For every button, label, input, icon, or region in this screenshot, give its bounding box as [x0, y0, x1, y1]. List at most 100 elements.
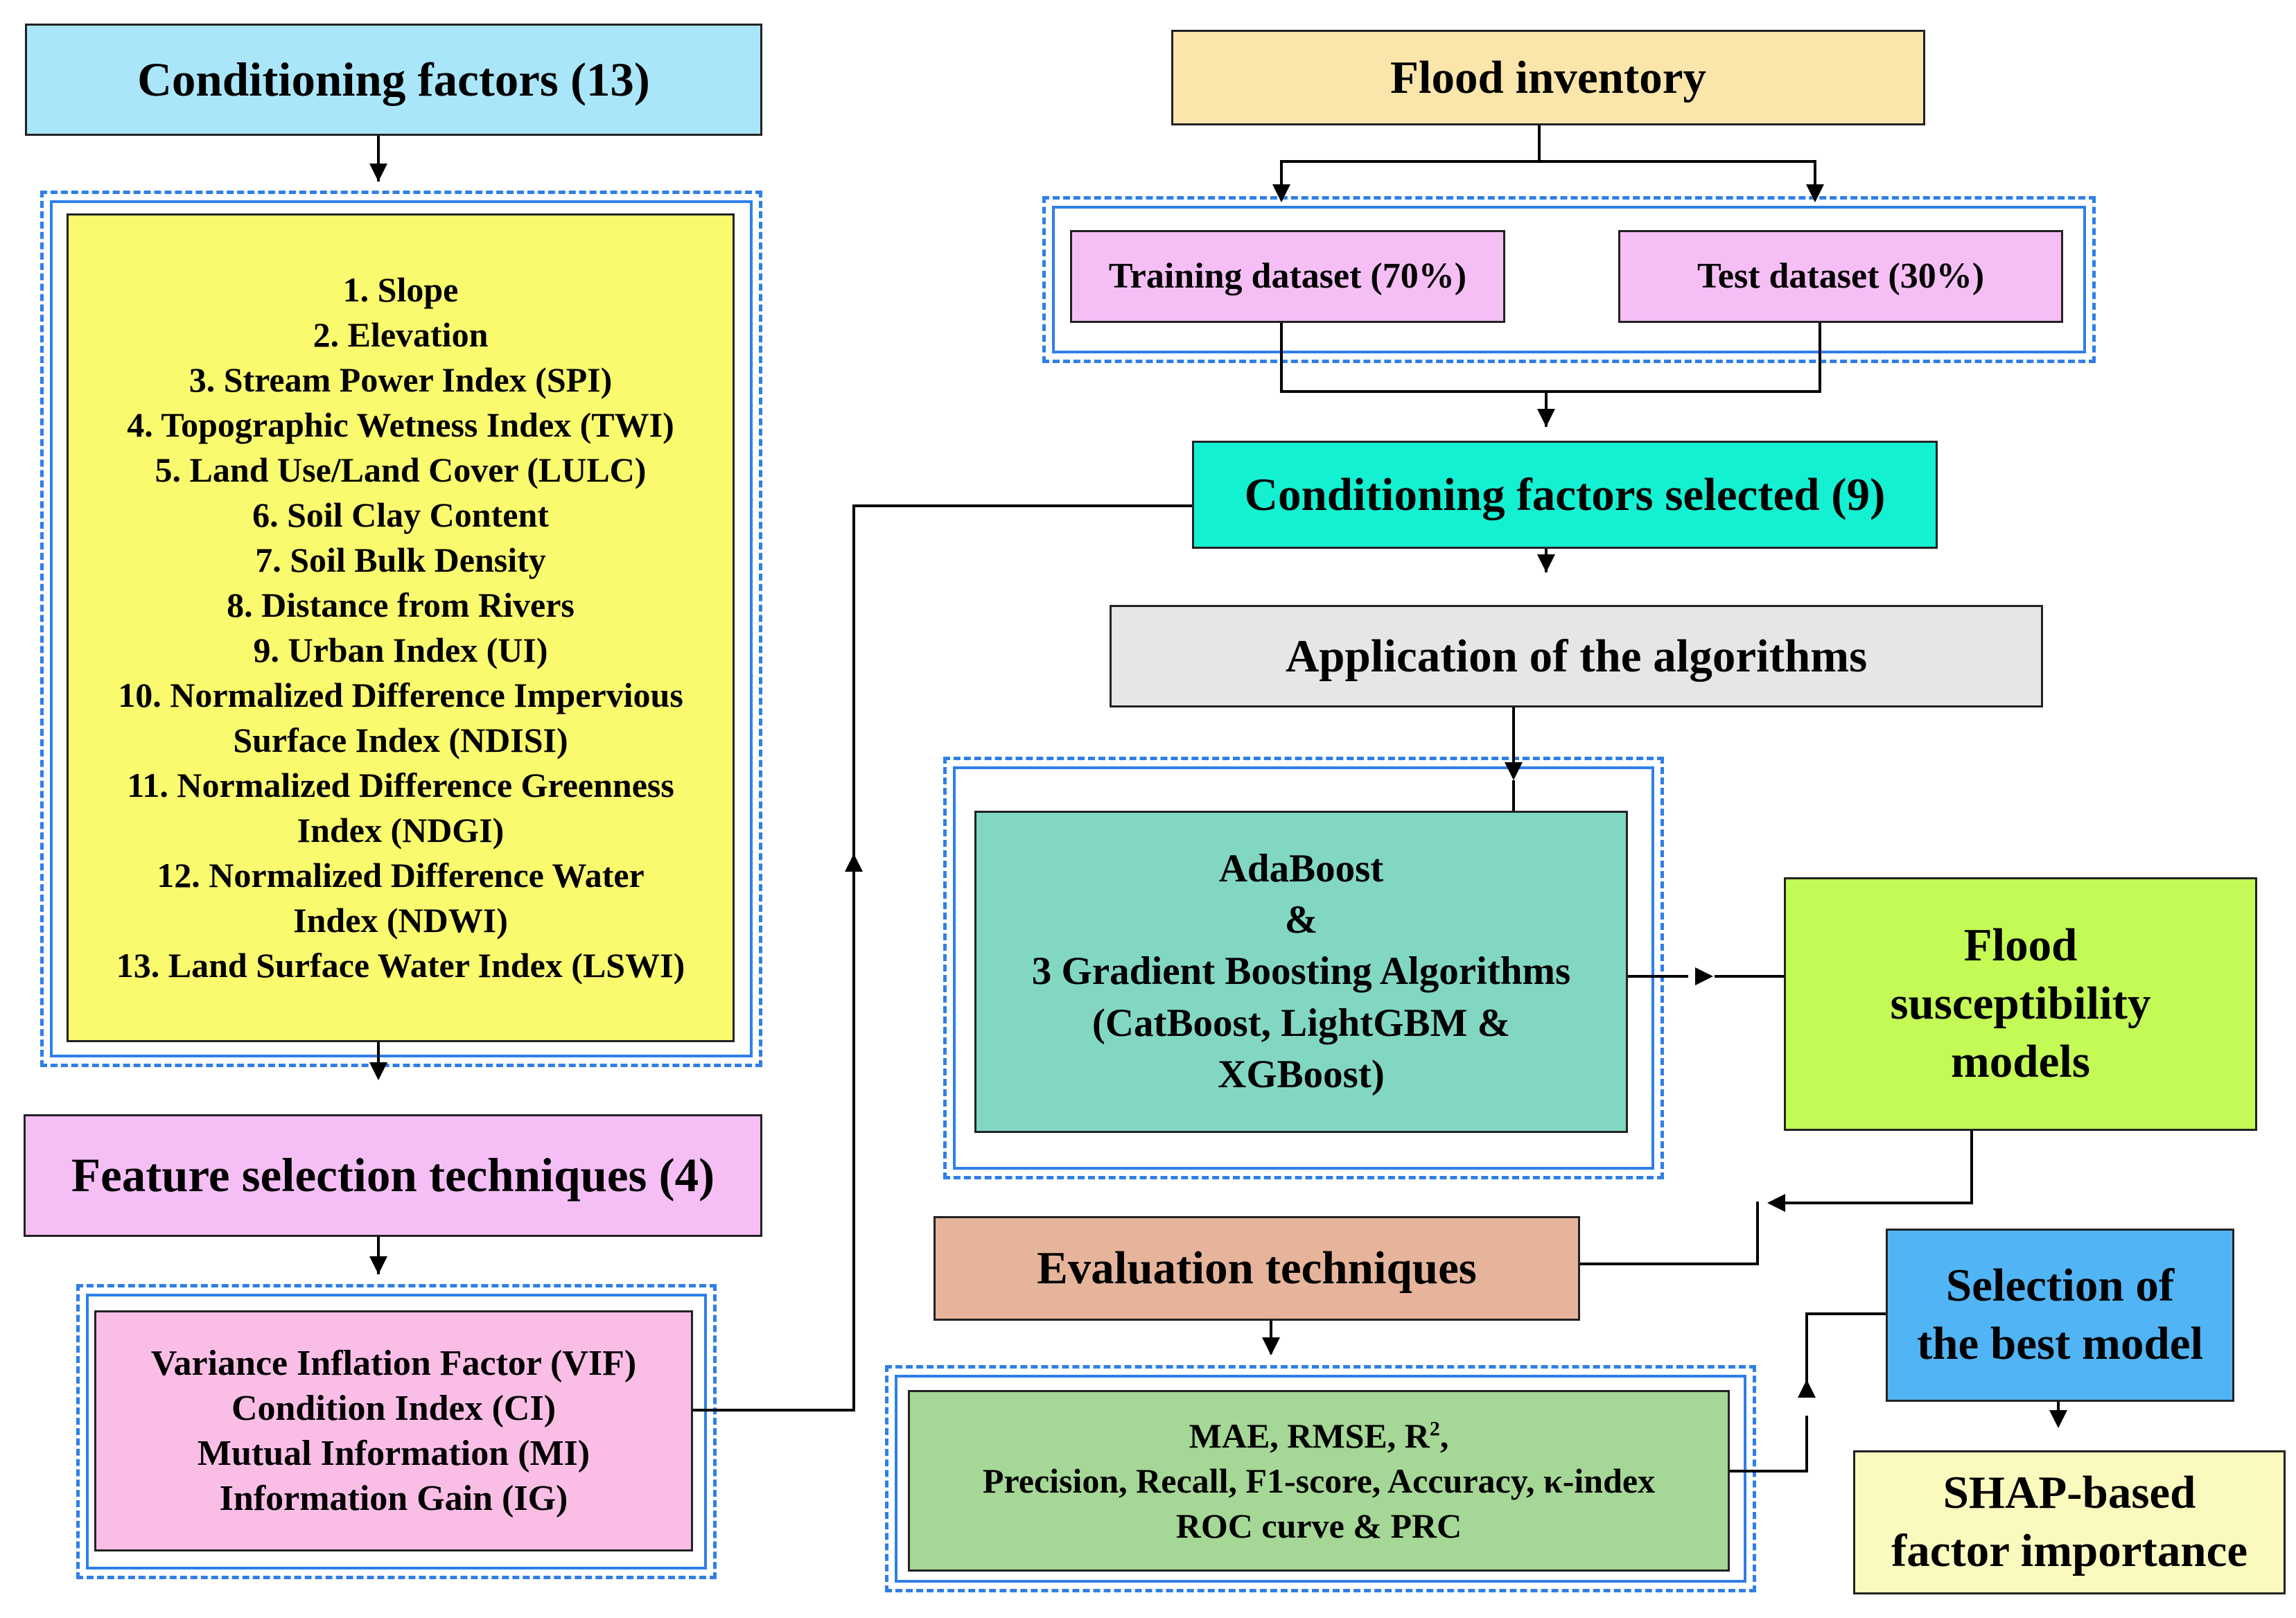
- factor-list-box: 1. Slope 2. Elevation 3. Stream Power In…: [67, 213, 735, 1042]
- factor-item: 7. Soil Bulk Density: [255, 540, 546, 579]
- best-model-line: the best model: [1916, 1318, 2204, 1369]
- algorithm-line: &: [1284, 898, 1318, 942]
- factor-item: 11. Normalized Difference Greenness: [127, 766, 674, 804]
- shap-line: factor importance: [1891, 1525, 2248, 1576]
- factor-item: 5. Land Use/Land Cover (LULC): [155, 450, 647, 489]
- algorithm-line: AdaBoost: [1218, 847, 1384, 891]
- connector-line: [1805, 1312, 1886, 1315]
- application-box: Application of the algorithms: [1110, 605, 2043, 707]
- feature-methods-box: Variance Inflation Factor (VIF) Conditio…: [94, 1310, 693, 1551]
- evaluation-label: Evaluation techniques: [1037, 1242, 1477, 1294]
- factor-item: Index (NDGI): [297, 811, 505, 850]
- arrowhead: [2049, 1410, 2067, 1428]
- arrowhead: [1272, 184, 1290, 202]
- connector-line: [693, 1409, 855, 1412]
- arrowhead: [845, 854, 863, 872]
- arrowhead: [1537, 409, 1555, 427]
- algorithm-line: (CatBoost, LightGBM &: [1092, 1001, 1511, 1045]
- factor-item: 10. Normalized Difference Impervious: [118, 676, 683, 714]
- metrics-box: MAE, RMSE, R2, Precision, Recall, F1-sco…: [908, 1390, 1730, 1572]
- feature-selection-title: Feature selection techniques (4): [71, 1149, 715, 1202]
- connector-line: [1805, 1416, 1808, 1472]
- feature-selection-box: Feature selection techniques (4): [24, 1114, 762, 1237]
- factor-item: 9. Urban Index (UI): [253, 631, 548, 669]
- method-item: Variance Inflation Factor (VIF): [150, 1344, 637, 1383]
- connector-line: [1538, 125, 1541, 163]
- connector-line: [377, 1237, 380, 1274]
- factor-item: Index (NDWI): [293, 901, 508, 940]
- arrowhead: [369, 1256, 387, 1274]
- factor-item: 6. Soil Clay Content: [252, 495, 549, 534]
- connector-line: [377, 136, 380, 182]
- connector-line: [1628, 975, 1688, 978]
- arrowhead: [1505, 762, 1523, 780]
- arrowhead: [1806, 184, 1824, 202]
- factors-group-frame: [40, 191, 762, 1067]
- factor-item: 13. Land Surface Water Index (LSWI): [116, 946, 685, 985]
- shap-line: SHAP-based: [1943, 1467, 2196, 1519]
- method-item: Condition Index (CI): [231, 1389, 557, 1428]
- connector-line: [1776, 1202, 1973, 1204]
- best-model-box: Selection of the best model: [1886, 1229, 2234, 1402]
- connector-line: [1280, 160, 1816, 163]
- connector-line: [1512, 780, 1515, 811]
- flood-models-line: susceptibility: [1890, 978, 2151, 1030]
- test-dataset-label: Test dataset (30%): [1697, 256, 1985, 296]
- connector-line: [1512, 707, 1515, 767]
- algorithm-line: XGBoost): [1218, 1052, 1385, 1096]
- metrics-group-frame: [885, 1365, 1756, 1592]
- flood-models-line: Flood: [1963, 920, 2078, 971]
- connector-line: [1280, 323, 1283, 393]
- factor-item: 12. Normalized Difference Water: [157, 856, 645, 895]
- connector-line: [1580, 1263, 1759, 1265]
- arrowhead: [1262, 1337, 1280, 1355]
- factor-item: 1. Slope: [342, 270, 459, 309]
- factor-item: 3. Stream Power Index (SPI): [189, 360, 613, 399]
- test-dataset-box: Test dataset (30%): [1618, 230, 2063, 323]
- shap-box: SHAP-based factor importance: [1853, 1450, 2286, 1594]
- evaluation-box: Evaluation techniques: [934, 1216, 1580, 1321]
- best-model-line: Selection of: [1945, 1260, 2175, 1312]
- training-dataset-box: Training dataset (70%): [1070, 230, 1505, 323]
- training-dataset-label: Training dataset (70%): [1108, 256, 1467, 296]
- connector-line: [1715, 975, 1784, 978]
- dataset-group-frame: [1042, 196, 2096, 363]
- conditioning-factors-box: Conditioning factors (13): [25, 24, 762, 136]
- connector-line: [377, 1042, 380, 1075]
- connector-line: [1814, 160, 1816, 184]
- method-item: Information Gain (IG): [219, 1479, 568, 1518]
- factor-item: 4. Topographic Wetness Index (TWI): [127, 405, 674, 444]
- connector-line: [1970, 1131, 1973, 1204]
- arrowhead: [1798, 1380, 1816, 1398]
- flood-models-line: models: [1951, 1035, 2090, 1087]
- metrics-line-3: ROC curve & PRC: [1175, 1506, 1462, 1545]
- metrics-line-1-suffix: ,: [1439, 1416, 1449, 1455]
- arrowhead: [369, 164, 387, 182]
- factor-item: 2. Elevation: [313, 315, 489, 354]
- method-item: Mutual Information (MI): [197, 1434, 590, 1473]
- arrowhead: [1767, 1194, 1785, 1212]
- arrowhead: [1695, 967, 1713, 985]
- flood-inventory-box: Flood inventory: [1171, 30, 1925, 125]
- metrics-r2-superscript: 2: [1429, 1416, 1440, 1440]
- arrowhead: [369, 1062, 387, 1080]
- application-label: Application of the algorithms: [1285, 630, 1868, 682]
- metrics-line-2: Precision, Recall, F1-score, Accuracy, κ…: [982, 1461, 1656, 1500]
- connector-line: [852, 504, 855, 866]
- connector-line: [2057, 1402, 2060, 1412]
- flood-inventory-label: Flood inventory: [1390, 51, 1706, 103]
- conditioning-factors-title: Conditioning factors (13): [137, 53, 650, 106]
- selected-factors-label: Conditioning factors selected (9): [1244, 468, 1886, 520]
- algorithm-line: 3 Gradient Boosting Algorithms: [1031, 949, 1571, 994]
- connector-line: [1545, 390, 1548, 427]
- methods-group-frame: [76, 1284, 717, 1579]
- algorithms-group-frame: [943, 757, 1664, 1179]
- connector-line: [1730, 1470, 1808, 1472]
- connector-line: [1819, 323, 1821, 393]
- factor-item: 8. Distance from Rivers: [227, 586, 575, 624]
- flood-models-box: Flood susceptibility models: [1784, 877, 2257, 1131]
- factor-item: Surface Index (NDISI): [233, 721, 568, 759]
- arrowhead: [1537, 554, 1555, 572]
- metrics-line-1: MAE, RMSE, R2,: [1189, 1414, 1449, 1459]
- connector-line: [852, 504, 1192, 507]
